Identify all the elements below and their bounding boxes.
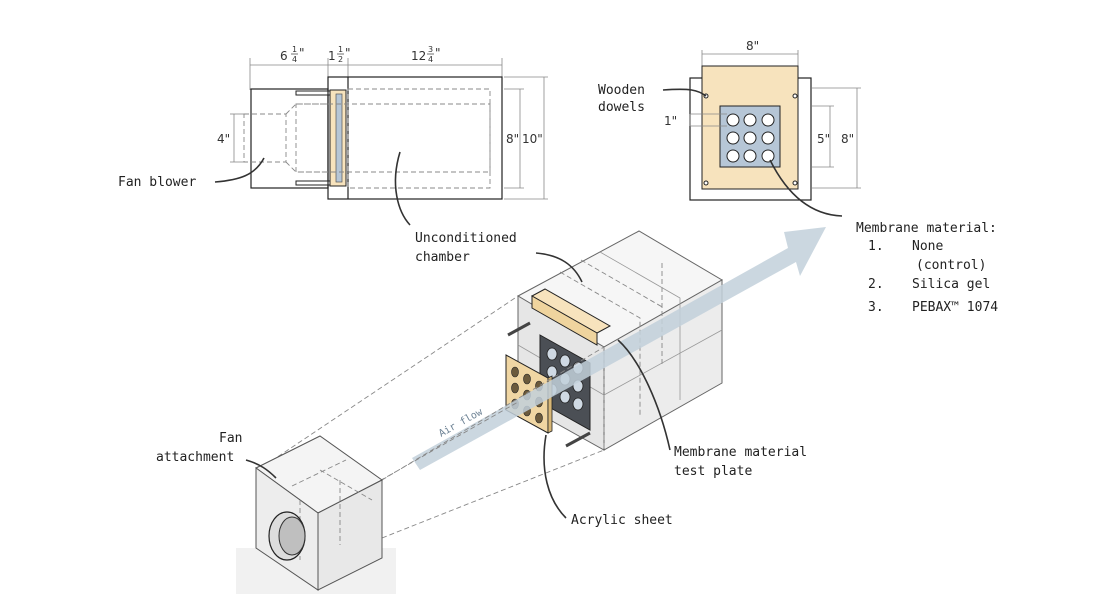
- top-view: 6 1 4 " 1 1 2 " 12 3 4 " 4": [118, 45, 548, 200]
- duct-hidden: [295, 103, 491, 173]
- fan-blower-leader: [214, 157, 265, 183]
- fan-blower-label: Fan blower: [118, 175, 196, 190]
- test-plate-label: test plate: [674, 464, 752, 479]
- list-item-text: (control): [916, 258, 986, 273]
- front-hole: [726, 131, 740, 145]
- dim-frac-num: 1: [338, 45, 343, 54]
- list-item-number: 2.: [868, 277, 884, 292]
- test-plate-label: Membrane material: [674, 445, 807, 460]
- list-item-text: Silica gel: [912, 277, 990, 292]
- membrane-leader: [769, 159, 843, 217]
- front-hole: [761, 131, 775, 145]
- front-view: 8" 1" 5" 8" Wooden dowels: [598, 39, 861, 217]
- front-hole: [743, 113, 757, 127]
- list-item-text: PEBAX™ 1074: [912, 300, 998, 315]
- fan-side-face: [317, 479, 383, 591]
- fan-attachment-leader: [245, 459, 277, 479]
- chamber-hidden-lines: [559, 259, 665, 450]
- front-hole: [726, 113, 740, 127]
- membrane-material-list: Membrane material: 1. None (control) 2. …: [856, 221, 998, 315]
- dim-inch: ": [345, 46, 351, 60]
- dim-fan-length: 6: [280, 49, 288, 63]
- dim-plate-length: 1: [328, 49, 336, 63]
- projection-lines: [257, 295, 605, 549]
- dowels-leader: [662, 88, 707, 97]
- fan-outlet-hidden: [243, 113, 287, 163]
- dim-membrane-height: 5": [817, 132, 830, 146]
- front-hole: [743, 149, 757, 163]
- list-item-number: 1.: [868, 239, 884, 254]
- unconditioned-chamber-label: chamber: [415, 250, 470, 265]
- list-item-text: None: [912, 239, 943, 254]
- dim-frac-num: 3: [428, 45, 433, 54]
- airflow-arrow: [412, 227, 826, 470]
- dowel-hole: [792, 180, 798, 186]
- front-hole: [743, 131, 757, 145]
- wood-beam-front: [531, 295, 598, 346]
- dowels-label: Wooden: [598, 83, 645, 98]
- dim-inch: ": [299, 46, 305, 60]
- dim-frac-den: 4: [428, 55, 433, 64]
- front-hole-grid: [726, 113, 775, 163]
- dim-hole: 1": [664, 114, 677, 128]
- fan-outlet-inner: [278, 516, 306, 556]
- acrylic-sheet-leader: [543, 434, 567, 519]
- unconditioned-chamber-label: Unconditioned: [415, 231, 517, 246]
- acrylic-sheet-label: Acrylic sheet: [571, 513, 673, 528]
- front-hole: [761, 149, 775, 163]
- dowel-rod: [507, 321, 531, 337]
- fan-attachment-label: Fan: [219, 431, 242, 446]
- membrane-list-title: Membrane material:: [856, 221, 997, 236]
- dim-front-width: 8": [746, 39, 759, 53]
- dim-fan-height: 4": [217, 132, 230, 146]
- isometric-view: Air flow Unconditioned chamber Fan attac…: [156, 151, 826, 594]
- test-plate-leader: [617, 339, 671, 451]
- chamber-hidden: [347, 88, 491, 189]
- dim-inner-height: 8": [506, 132, 519, 146]
- dowels-label: dowels: [598, 100, 645, 115]
- dim-inch: ": [435, 46, 441, 60]
- dim-frac-den: 2: [338, 55, 343, 64]
- membrane-strip: [335, 93, 343, 183]
- dim-outer-height: 10": [522, 132, 543, 146]
- chamber-leader-iso: [535, 252, 583, 283]
- dim-chamber-length: 12: [411, 49, 426, 63]
- dim-frac-den: 4: [292, 55, 297, 64]
- list-item-number: 3.: [868, 300, 884, 315]
- dowel-hole: [703, 180, 709, 186]
- dowel-hole: [792, 93, 798, 99]
- fan-hidden-edges: [285, 103, 330, 173]
- dim-plate-height: 8": [841, 132, 854, 146]
- front-hole: [726, 149, 740, 163]
- chamber-outline: [327, 76, 503, 200]
- front-hole: [761, 113, 775, 127]
- dim-frac-num: 1: [292, 45, 297, 54]
- dowel-rod: [565, 431, 591, 448]
- chamber-leader-top: [394, 151, 411, 226]
- fan-attachment-label: attachment: [156, 450, 234, 465]
